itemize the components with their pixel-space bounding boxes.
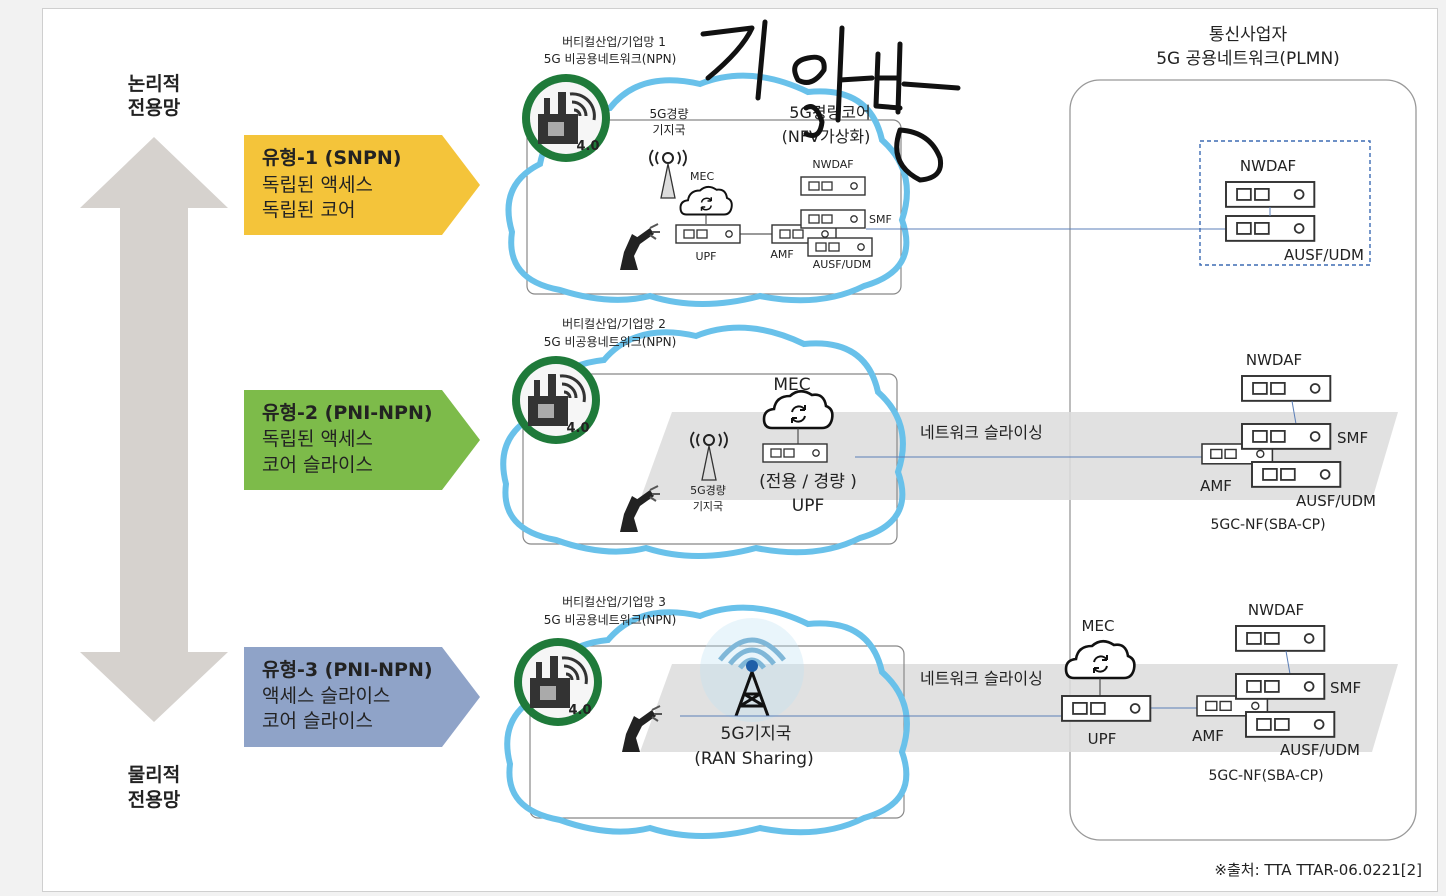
type1-line1: 독립된 액세스 bbox=[262, 174, 373, 196]
plmn-row3-upf-server bbox=[1061, 695, 1152, 722]
plmn-row2-group-label: 5GC-NF(SBA-CP) bbox=[1210, 517, 1325, 533]
svg-text:4.0: 4.0 bbox=[566, 421, 589, 436]
npn1-ausf-server bbox=[807, 237, 873, 257]
axis-bottom-label-2: 전용망 bbox=[128, 789, 181, 811]
plmn-row2-amf-label: AMF bbox=[1200, 477, 1232, 495]
npn1-smf-server bbox=[800, 209, 866, 229]
type2-title: 유형-2 (PNI-NPN) bbox=[262, 402, 433, 424]
plmn-row3-smf-label: SMF bbox=[1330, 679, 1361, 697]
npn2-upf-label-1: (전용 / 경량 ) bbox=[759, 472, 857, 492]
plmn-row3-ausf-server bbox=[1245, 711, 1336, 738]
source-note: ※출처: TTA TTAR-06.0221[2] bbox=[1214, 861, 1422, 879]
plmn-row3-mec-label: MEC bbox=[1082, 617, 1115, 635]
factory-badge-icon: 4.0 bbox=[512, 636, 604, 728]
antenna-icon bbox=[649, 149, 687, 199]
mec-cloud-icon bbox=[762, 389, 834, 430]
type3-arrow bbox=[244, 647, 480, 747]
npn1-upf-label: UPF bbox=[695, 250, 716, 263]
npn2-box bbox=[522, 373, 898, 545]
slice-band-3 bbox=[640, 664, 1398, 752]
npn1-box bbox=[526, 119, 902, 295]
axis-top-label-2: 전용망 bbox=[128, 97, 181, 119]
npn1-upf-server bbox=[675, 224, 741, 244]
npn1-nwdaf-label: NWDAF bbox=[812, 158, 853, 171]
type2-arrow bbox=[244, 390, 480, 490]
npn1-bs-label-2: 기지국 bbox=[652, 123, 685, 137]
npn1-mec-label: MEC bbox=[690, 170, 714, 183]
robot-arm-icon bbox=[619, 223, 661, 271]
svg-text:4.0: 4.0 bbox=[576, 139, 599, 154]
plmn-row3-nwdaf-label: NWDAF bbox=[1248, 601, 1304, 619]
plmn-row2-smf-server bbox=[1241, 423, 1332, 450]
npn2-upf-label-2: UPF bbox=[792, 496, 824, 516]
npn1-ausf-label: AUSF/UDM bbox=[813, 258, 872, 271]
type3-line2: 코어 슬라이스 bbox=[262, 710, 373, 732]
factory-badge-icon: 4.0 bbox=[520, 72, 612, 164]
npn1-caption-2: 5G 비공용네트워크(NPN) bbox=[544, 52, 677, 66]
npn1-cloud bbox=[505, 72, 910, 307]
npn2-caption-2: 5G 비공용네트워크(NPN) bbox=[544, 335, 677, 349]
type1-arrow bbox=[244, 135, 480, 235]
ran-tower-icon bbox=[700, 618, 804, 722]
svg-text:4.0: 4.0 bbox=[568, 703, 591, 718]
slice-label-2: 네트워크 슬라이싱 bbox=[920, 423, 1043, 442]
plmn-row3-smf-server bbox=[1235, 673, 1326, 700]
plmn-row1-ausf-label: AUSF/UDM bbox=[1284, 246, 1364, 264]
npn1-caption-1: 버티컬산업/기업망 1 bbox=[562, 35, 666, 49]
plmn-title-2: 5G 공용네트워크(PLMN) bbox=[1156, 49, 1340, 69]
type2-line2: 코어 슬라이스 bbox=[262, 454, 373, 476]
npn1-core-label-2: (NFV가상화) bbox=[782, 127, 871, 146]
npn2-caption-1: 버티컬산업/기업망 2 bbox=[562, 317, 666, 331]
plmn-row3-nwdaf-server bbox=[1235, 625, 1326, 652]
handwritten-annotation bbox=[700, 19, 961, 183]
npn3-bs-label-1: 5G기지국 bbox=[721, 724, 792, 744]
slice-band-2 bbox=[640, 412, 1398, 500]
axis-bottom-label-1: 물리적 bbox=[128, 764, 180, 786]
npn3-bs-label-2: (RAN Sharing) bbox=[694, 749, 813, 769]
plmn-row3-group-label: 5GC-NF(SBA-CP) bbox=[1208, 768, 1323, 784]
plmn-row1-ausf-server bbox=[1225, 215, 1316, 242]
plmn-row1-nwdaf-server bbox=[1225, 181, 1316, 208]
npn2-upf-server bbox=[762, 443, 828, 463]
mec-cloud-icon bbox=[679, 185, 733, 216]
npn1-bs-label-1: 5G경량 bbox=[649, 107, 688, 121]
plmn-row2-ausf-label: AUSF/UDM bbox=[1296, 492, 1376, 510]
type3-line1: 액세스 슬라이스 bbox=[262, 685, 390, 707]
npn2-bs-label-1: 5G경량 bbox=[690, 484, 726, 497]
plmn-row2-nwdaf-label: NWDAF bbox=[1246, 351, 1302, 369]
plmn-title-1: 통신사업자 bbox=[1209, 25, 1288, 45]
type3-title: 유형-3 (PNI-NPN) bbox=[262, 659, 433, 681]
plmn-row1-dashed-box bbox=[1199, 140, 1371, 266]
plmn-row3-amf-label: AMF bbox=[1192, 727, 1224, 745]
plmn-row2-ausf-server bbox=[1251, 461, 1342, 488]
npn2-bs-label-2: 기지국 bbox=[693, 500, 723, 513]
plmn-row1-nwdaf-label: NWDAF bbox=[1240, 157, 1296, 175]
axis-top-label-1: 논리적 bbox=[128, 73, 180, 95]
type1-line2: 독립된 코어 bbox=[262, 199, 355, 221]
plmn-row3-upf-label: UPF bbox=[1088, 730, 1117, 748]
type1-title: 유형-1 (SNPN) bbox=[262, 147, 401, 169]
factory-badge-icon: 4.0 bbox=[510, 354, 602, 446]
slice-label-3: 네트워크 슬라이싱 bbox=[920, 669, 1043, 688]
npn1-amf-label: AMF bbox=[770, 248, 793, 261]
plmn-row2-nwdaf-server bbox=[1241, 375, 1332, 402]
npn3-caption-1: 버티컬산업/기업망 3 bbox=[562, 595, 666, 609]
plmn-row3-ausf-label: AUSF/UDM bbox=[1280, 741, 1360, 759]
npn1-nwdaf-server bbox=[800, 176, 866, 196]
npn1-smf-label: SMF bbox=[869, 213, 892, 226]
type2-line1: 독립된 액세스 bbox=[262, 428, 373, 450]
physical-logical-arrow bbox=[80, 137, 228, 722]
npn1-core-label-1: 5G경량코어 bbox=[789, 103, 870, 122]
npn3-caption-2: 5G 비공용네트워크(NPN) bbox=[544, 613, 677, 627]
plmn-row2-smf-label: SMF bbox=[1337, 429, 1368, 447]
